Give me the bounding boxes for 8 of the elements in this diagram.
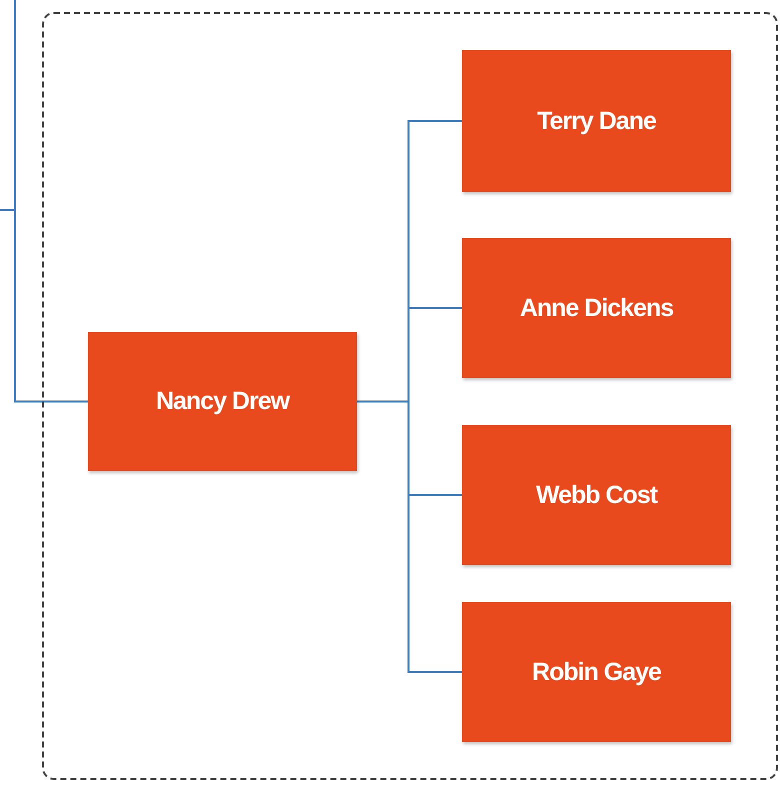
person-box: Nancy Drew	[88, 332, 357, 471]
person-box: Anne Dickens	[462, 238, 731, 378]
person-box: Terry Dane	[462, 50, 731, 192]
connector-line	[357, 400, 462, 673]
group-frame	[42, 12, 778, 780]
person-box: Robin Gaye	[462, 602, 731, 742]
person-box: Webb Cost	[462, 425, 731, 565]
connector-line	[0, 0, 89, 402]
